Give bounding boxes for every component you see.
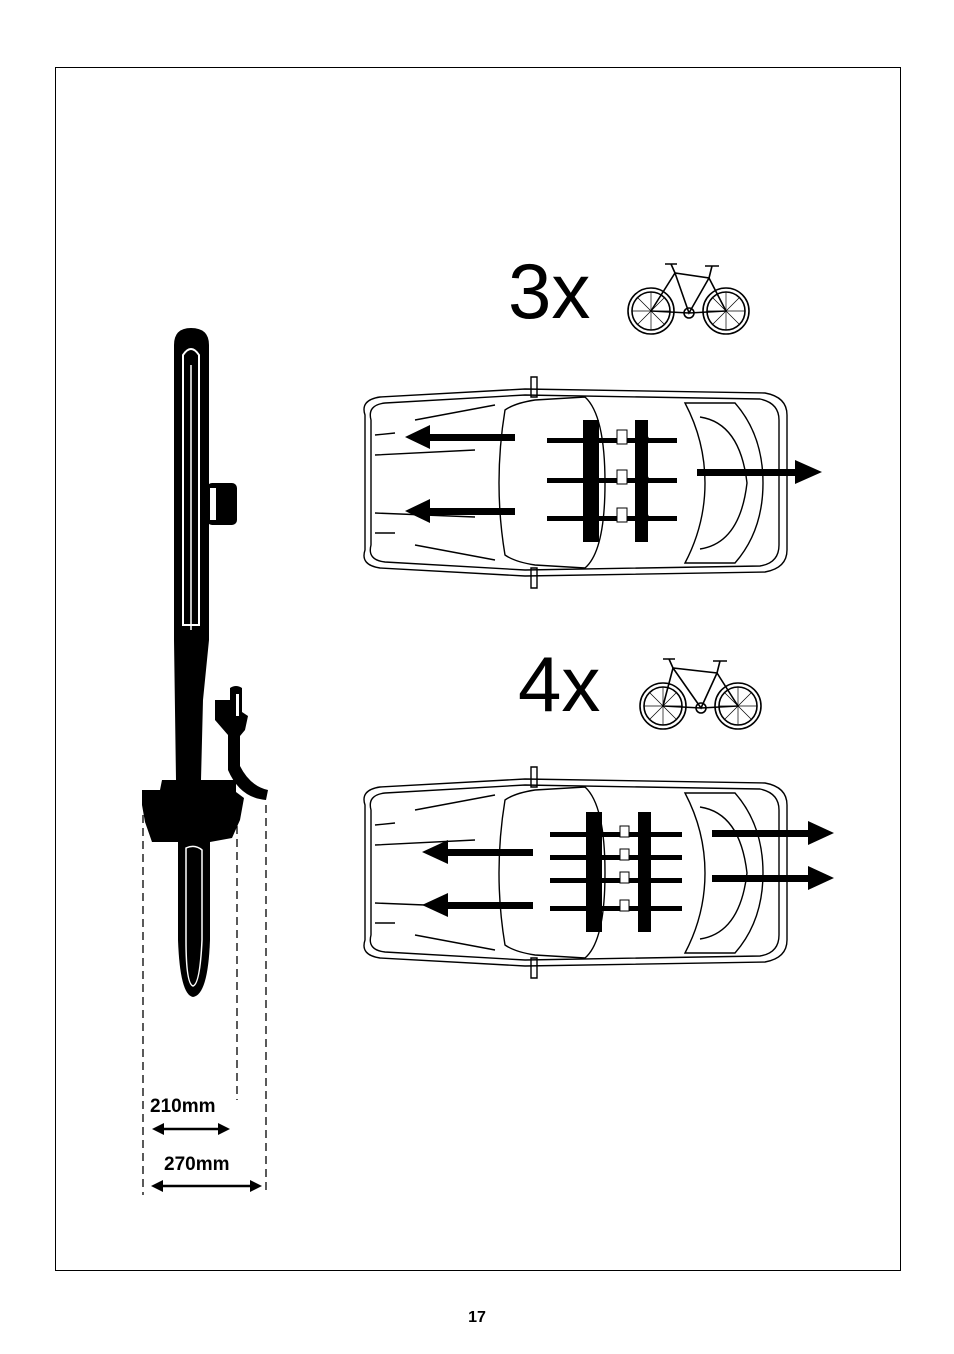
bike-count-label-3x: 3x xyxy=(508,252,590,330)
bike-count-label-4x: 4x xyxy=(518,645,600,723)
bicycle-icon xyxy=(637,653,767,733)
dimension-label-outer: 270mm xyxy=(164,1155,230,1174)
direction-arrows-4x xyxy=(410,818,840,918)
dimension-label-inner: 210mm xyxy=(150,1097,216,1116)
bike-holder-side-profile xyxy=(130,320,290,1020)
direction-arrows-3x xyxy=(395,420,835,530)
page-number: 17 xyxy=(0,1309,954,1327)
bicycle-icon xyxy=(625,258,755,338)
